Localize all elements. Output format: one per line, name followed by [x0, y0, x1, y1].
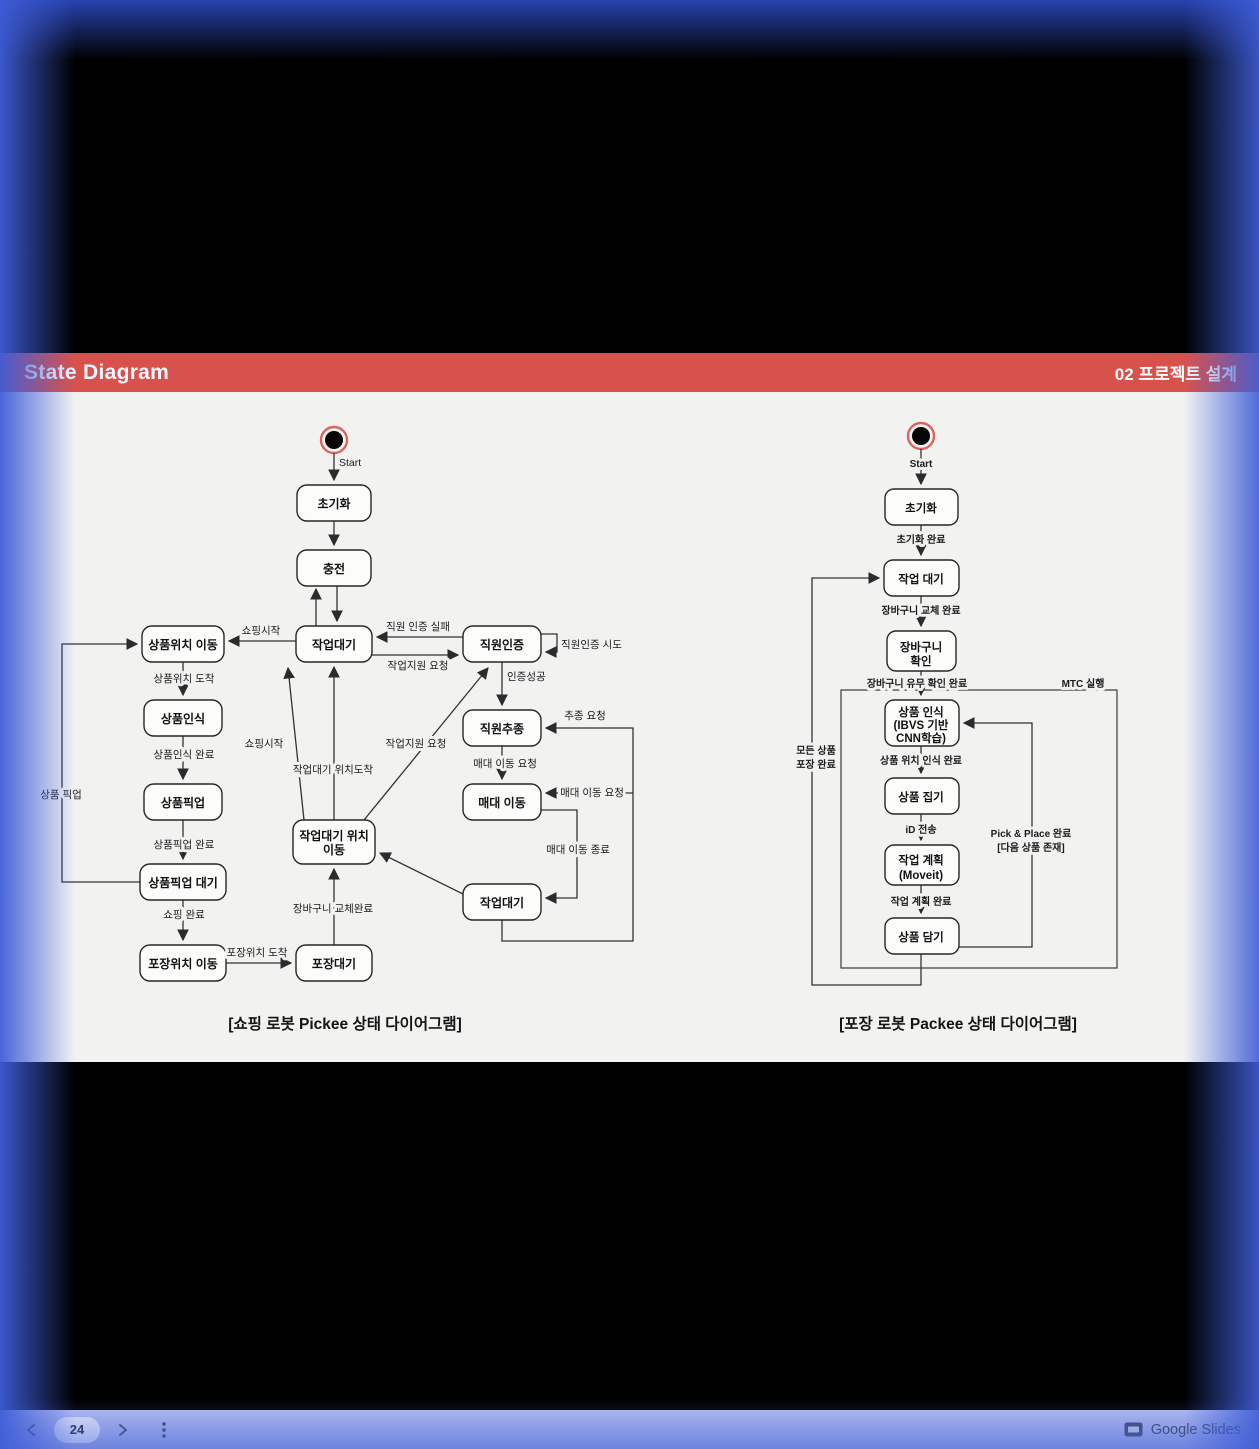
pickee-edge-follow-req: 추종 요청	[564, 710, 606, 722]
pickee-edge-support-req-top: 작업지원 요청	[388, 659, 449, 672]
packee-node-work-wait: 작업 대기	[898, 572, 944, 586]
packee-edge-pnp-line2: [다음 상품 존재]	[997, 841, 1064, 854]
pickee-edge-shopping-start-diag: 쇼핑시작	[245, 738, 284, 750]
pickee-edge-product-pick: 상품 픽업	[40, 788, 82, 801]
pickee-start-label: Start	[339, 457, 361, 469]
pickee-node-move-product: 상품위치 이동	[148, 637, 218, 652]
packee-node-recog-line1: 상품 인식	[898, 705, 944, 719]
slide-canvas: State Diagram 02 프로젝트 설계	[0, 353, 1259, 1062]
pickee-edge-pack-arrive: 포장위치 도착	[227, 946, 288, 959]
packee-edge-id-send: iD 전송	[905, 823, 936, 836]
packee-edge-plan-done: 작업 계획 완료	[891, 895, 952, 908]
packee-node-basket-line2: 확인	[910, 654, 931, 668]
pickee-node-follow: 직원추종	[480, 721, 524, 736]
slide-page-number[interactable]: 24	[54, 1416, 100, 1443]
previous-slide-button[interactable]	[18, 1416, 46, 1444]
next-slide-button[interactable]	[108, 1416, 136, 1444]
pickee-edge-auth-success: 인증성공	[507, 671, 546, 683]
packee-edge-all-packed-line1: 모든 상품	[796, 744, 836, 757]
pickee-node-work-wait: 작업대기	[312, 637, 356, 652]
packee-mtc-frame	[840, 689, 1118, 969]
pickee-node-pack-move: 포장위치 이동	[148, 956, 218, 971]
google-slides-icon	[1124, 1422, 1143, 1437]
pickee-node-pickup-wait: 상품픽업 대기	[148, 875, 218, 890]
pickee-node-pack-wait: 포장대기	[312, 956, 356, 971]
packee-edge-recog-done: 상품 위치 인식 완료	[880, 754, 962, 767]
presentation-toolbar: 24 Google Slides	[0, 1410, 1259, 1449]
pickee-node-waitpos-line2: 이동	[323, 842, 345, 857]
packee-node-plan-line1: 작업 계획	[898, 853, 944, 867]
packee-diagram: 초기화 작업 대기 장바구니 확인 상품 인식 (IBVS 기반 CNN학습) …	[793, 421, 1118, 1033]
packee-node-recog-line2: (IBVS 기반	[893, 718, 948, 732]
chevron-left-icon	[27, 1423, 35, 1436]
packee-node-put: 상품 담기	[898, 930, 944, 944]
pickee-edge-shelf-move-req: 매대 이동 요청	[473, 758, 537, 770]
state-diagrams: 초기화 충전 작업대기 상품위치 이동 직원인증 상품인식 직원추종 상품픽업 …	[37, 421, 1118, 1033]
pickee-node-waitpos-line1: 작업대기 위치	[299, 828, 369, 843]
packee-start-label: Start	[910, 459, 933, 470]
pickee-node-init: 초기화	[317, 496, 350, 511]
pickee-edge-recognize-done: 상품인식 완료	[154, 748, 215, 761]
packee-node-recog-line3: CNN학습)	[896, 731, 946, 745]
google-slides-label: Google Slides	[1150, 1421, 1241, 1438]
pickee-edge-product-arrive: 상품위치 도착	[154, 672, 215, 685]
packee-mtc-label: MTC 실행	[1062, 677, 1105, 690]
pickee-node-pickup: 상품픽업	[161, 795, 205, 810]
kebab-menu-icon	[162, 1421, 166, 1438]
pickee-edge-auth-fail: 직원 인증 실패	[386, 621, 450, 633]
pickee-caption: [쇼핑 로봇 Pickee 상태 다이어그램]	[228, 1014, 462, 1033]
pickee-edge-auth-try: 직원인증 시도	[561, 639, 622, 651]
pickee-edge-support-req-diag: 작업지원 요청	[386, 737, 447, 750]
packee-edge-init-done: 초기화 완료	[897, 533, 946, 546]
pickee-edge-shopping-done: 쇼핑 완료	[163, 908, 205, 921]
chevron-right-icon	[119, 1423, 127, 1436]
more-options-button[interactable]	[150, 1416, 178, 1444]
pickee-edge-basket-replaced: 장바구니 교체완료	[293, 902, 374, 915]
pickee-edge-waitpos-arrive: 작업대기 위치도착	[293, 763, 374, 776]
google-slides-link[interactable]: Google Slides	[1124, 1422, 1241, 1438]
pickee-diagram: 초기화 충전 작업대기 상품위치 이동 직원인증 상품인식 직원추종 상품픽업 …	[37, 425, 634, 1033]
pickee-edge-shelf-move-end: 매대 이동 종료	[546, 844, 610, 856]
packee-node-basket-line1: 장바구니	[900, 640, 942, 654]
packee-edge-all-packed-line2: 포장 완료	[796, 758, 836, 771]
packee-node-plan-line2: (Moveit)	[899, 870, 943, 882]
packee-node-init: 초기화	[905, 501, 937, 515]
pickee-node-shelf-move: 매대 이동	[478, 795, 526, 810]
pickee-edge-shelf-move-req2: 매대 이동 요청	[560, 787, 624, 799]
pickee-node-charge: 충전	[323, 561, 345, 576]
packee-node-grip: 상품 집기	[898, 790, 944, 804]
packee-edge-basket-replace-done: 장바구니 교체 완료	[881, 604, 960, 617]
pickee-node-work-wait2: 작업대기	[480, 895, 524, 910]
pickee-edge-shopping-start-top: 쇼핑시작	[242, 625, 281, 637]
pickee-node-recognize: 상품인식	[161, 711, 205, 726]
pickee-node-auth: 직원인증	[480, 637, 524, 652]
packee-edge-basket-check-done: 장바구니 유무 확인 완료	[867, 677, 967, 690]
packee-caption: [포장 로봇 Packee 상태 다이어그램]	[839, 1014, 1077, 1033]
pickee-edge-pickup-done: 상품픽업 완료	[154, 838, 215, 851]
packee-edge-pnp-line1: Pick & Place 완료	[991, 827, 1072, 840]
